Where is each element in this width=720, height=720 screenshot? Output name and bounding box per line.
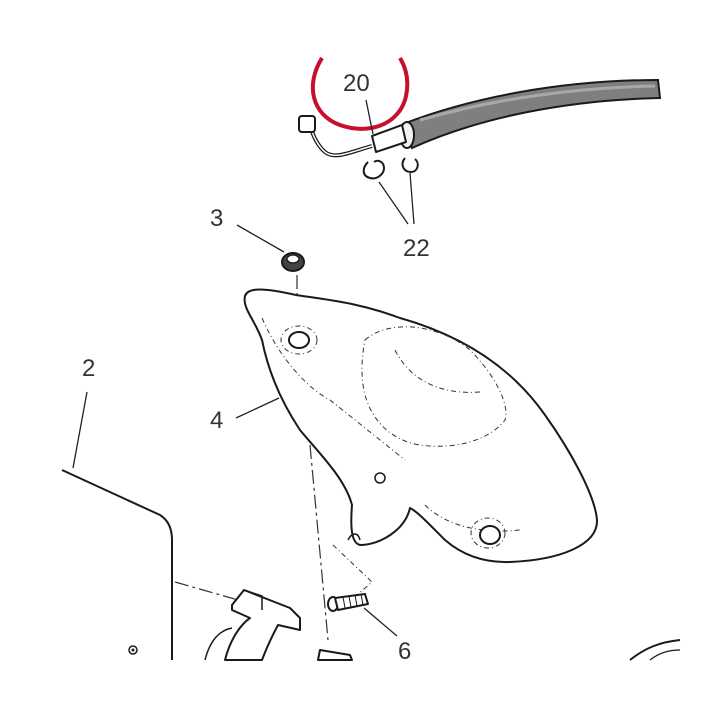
lower-bracket bbox=[204, 589, 353, 661]
bolt[interactable] bbox=[327, 593, 369, 612]
hose-highlight bbox=[419, 84, 656, 122]
callout-3: 3 bbox=[210, 205, 223, 232]
wheel-edge bbox=[629, 639, 681, 661]
centerline-bolt bbox=[309, 444, 329, 641]
clip-right[interactable] bbox=[401, 157, 419, 173]
callout-4: 4 bbox=[210, 407, 223, 434]
hose bbox=[401, 78, 662, 150]
callout-2: 2 bbox=[82, 355, 95, 382]
leader-22a bbox=[378, 181, 409, 225]
callout-6: 6 bbox=[398, 638, 411, 665]
leader-22b bbox=[409, 172, 415, 225]
leader-6 bbox=[363, 607, 398, 637]
cut-line bbox=[332, 544, 373, 597]
tab-hole bbox=[374, 472, 386, 484]
callout-22: 22 bbox=[403, 235, 430, 262]
cover[interactable] bbox=[243, 288, 599, 564]
wire-connector bbox=[298, 115, 316, 133]
centerline-frame bbox=[174, 581, 239, 601]
mount-hole-top bbox=[288, 331, 310, 349]
wire bbox=[309, 127, 373, 158]
leader-2 bbox=[72, 391, 88, 469]
nut[interactable] bbox=[281, 252, 305, 272]
leader-3 bbox=[236, 224, 285, 253]
leader-20 bbox=[365, 99, 374, 135]
highlight-circle bbox=[310, 56, 410, 131]
leader-4 bbox=[235, 397, 280, 419]
hose-assembly[interactable] bbox=[298, 78, 662, 158]
mount-hole-bottom bbox=[479, 525, 501, 545]
callout-20: 20 bbox=[343, 70, 370, 97]
tab-slot bbox=[347, 533, 361, 541]
hose-fitting bbox=[371, 124, 407, 153]
frame-panel[interactable] bbox=[61, 469, 173, 660]
clip-left[interactable] bbox=[362, 159, 385, 180]
